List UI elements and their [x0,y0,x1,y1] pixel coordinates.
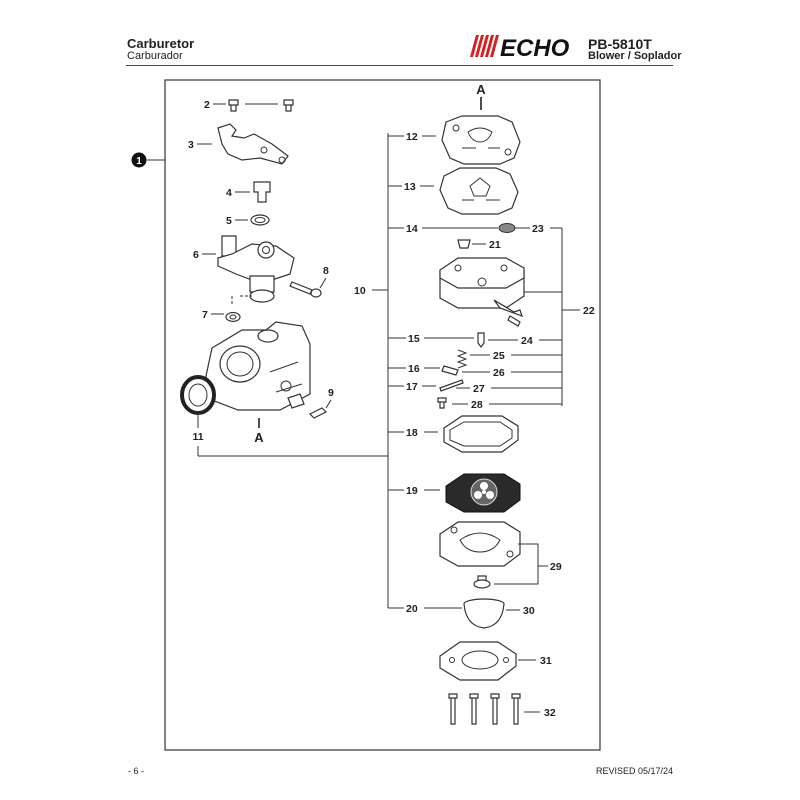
page-number: - 6 - [128,766,145,776]
part-14-23-screen: 14 23 [388,223,562,235]
svg-text:1: 1 [136,156,142,167]
header-rule [126,65,673,66]
part-29-needle-valve: 29 [473,543,562,589]
assembly-22-bracket: 22 [524,228,595,406]
svg-text:29: 29 [550,561,562,573]
part-12-gasket: 12 [388,115,521,165]
svg-text:8: 8 [323,265,329,277]
part-11-gasket: 11 [180,375,216,443]
model-description: Blower / Soplador [588,50,682,62]
svg-text:7: 7 [202,309,208,321]
part-9-fitting: 9 [308,387,334,419]
svg-text:13: 13 [404,181,416,193]
section-mark-bottom-a: A [254,418,264,445]
svg-text:30: 30 [523,605,535,617]
part-17-27-pin: 17 27 [388,379,562,395]
part-20-30-primer-bulb: 20 30 [388,598,535,629]
part-31-cover: 31 [439,641,552,681]
svg-text:21: 21 [489,239,501,251]
page-subtitle: Carburador [127,50,183,62]
svg-text:16: 16 [408,363,420,375]
echo-logo: ECHO [470,35,570,59]
svg-text:22: 22 [583,305,595,317]
svg-text:20: 20 [406,603,418,615]
svg-text:17: 17 [406,381,418,393]
svg-text:25: 25 [493,350,505,362]
part-8-screw: 8 [289,265,329,298]
svg-text:2: 2 [204,99,210,111]
part-6-throttle-assembly: 6 [193,235,295,304]
part-32-screws: 32 [448,693,556,725]
svg-text:11: 11 [192,431,203,443]
section-mark-top-a: A [476,82,486,110]
part-28-screw: 28 [437,397,562,411]
part-16-26-lever: 16 26 [388,363,562,379]
part-3-bracket: 3 [188,123,289,165]
carburetor-body [205,321,311,411]
svg-text:12: 12 [406,131,418,143]
part-25-spring: 25 [456,349,562,369]
svg-text:14: 14 [406,223,418,235]
svg-text:27: 27 [473,383,485,395]
svg-text:9: 9 [328,387,334,399]
svg-text:4: 4 [226,187,232,199]
svg-text:31: 31 [540,655,552,667]
part-13-pump-diaphragm: 13 [388,167,519,215]
svg-text:32: 32 [544,707,556,719]
metering-body [439,521,521,567]
part-7-clip: 7 [202,309,241,323]
revision-date: REVISED 05/17/24 [596,766,674,776]
svg-text:18: 18 [406,427,418,439]
svg-text:5: 5 [226,215,232,227]
svg-text:15: 15 [408,333,420,345]
svg-text:26: 26 [493,367,505,379]
brand-text: ECHO [500,35,570,59]
pump-body [439,257,525,327]
svg-text:19: 19 [406,485,418,497]
svg-text:24: 24 [521,335,533,347]
assembly-10-bracket: 10 [197,133,389,608]
svg-text:3: 3 [188,139,194,151]
part-4-fitting: 4 [226,181,271,203]
svg-text:23: 23 [532,223,544,235]
part-21-plug: 21 [457,239,501,251]
svg-text:A: A [254,430,264,445]
svg-text:6: 6 [193,249,199,261]
svg-text:A: A [476,82,486,97]
part-19-metering-diaphragm: 19 [388,473,521,513]
model-number: PB-5810T [588,36,652,52]
page-title: Carburetor [127,36,195,51]
part-2-screws: 2 [204,99,294,112]
part-5-o-ring: 5 [226,214,270,227]
part-18-gasket: 18 [388,415,519,453]
svg-text:28: 28 [471,399,483,411]
svg-text:10: 10 [354,285,366,297]
callout-1: 1 [131,152,165,168]
part-15-24-needle: 15 24 [388,332,562,348]
diagram-frame [164,79,601,751]
